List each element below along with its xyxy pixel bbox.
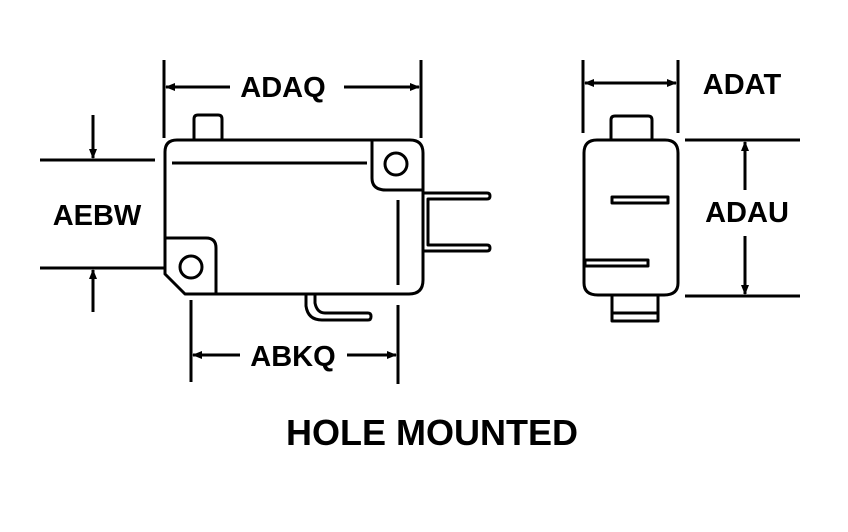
plunger	[609, 114, 654, 140]
terminals	[423, 191, 492, 253]
lever	[304, 294, 373, 322]
mount-hole-top	[383, 151, 409, 177]
switch-body	[163, 138, 425, 296]
slot	[583, 258, 650, 268]
label-aebw: AEBW	[53, 200, 142, 232]
bottom-lever	[610, 295, 660, 323]
slot	[610, 195, 670, 205]
switch-body-side	[582, 138, 680, 297]
mounting-tab-top	[370, 140, 423, 192]
label-adau: ADAU	[705, 197, 789, 229]
mount-hole-bottom	[178, 254, 204, 280]
plunger	[192, 113, 224, 140]
label-adaq: ADAQ	[240, 72, 325, 104]
side-view: ADAT ADAU	[581, 60, 800, 323]
front-view: ADAQ AEBW ABKQ	[40, 60, 492, 384]
label-adat: ADAT	[703, 69, 782, 101]
label-abkq: ABKQ	[250, 341, 335, 373]
diagram-title: HOLE MOUNTED	[286, 412, 578, 453]
mounting-tab-bottom	[165, 236, 218, 294]
